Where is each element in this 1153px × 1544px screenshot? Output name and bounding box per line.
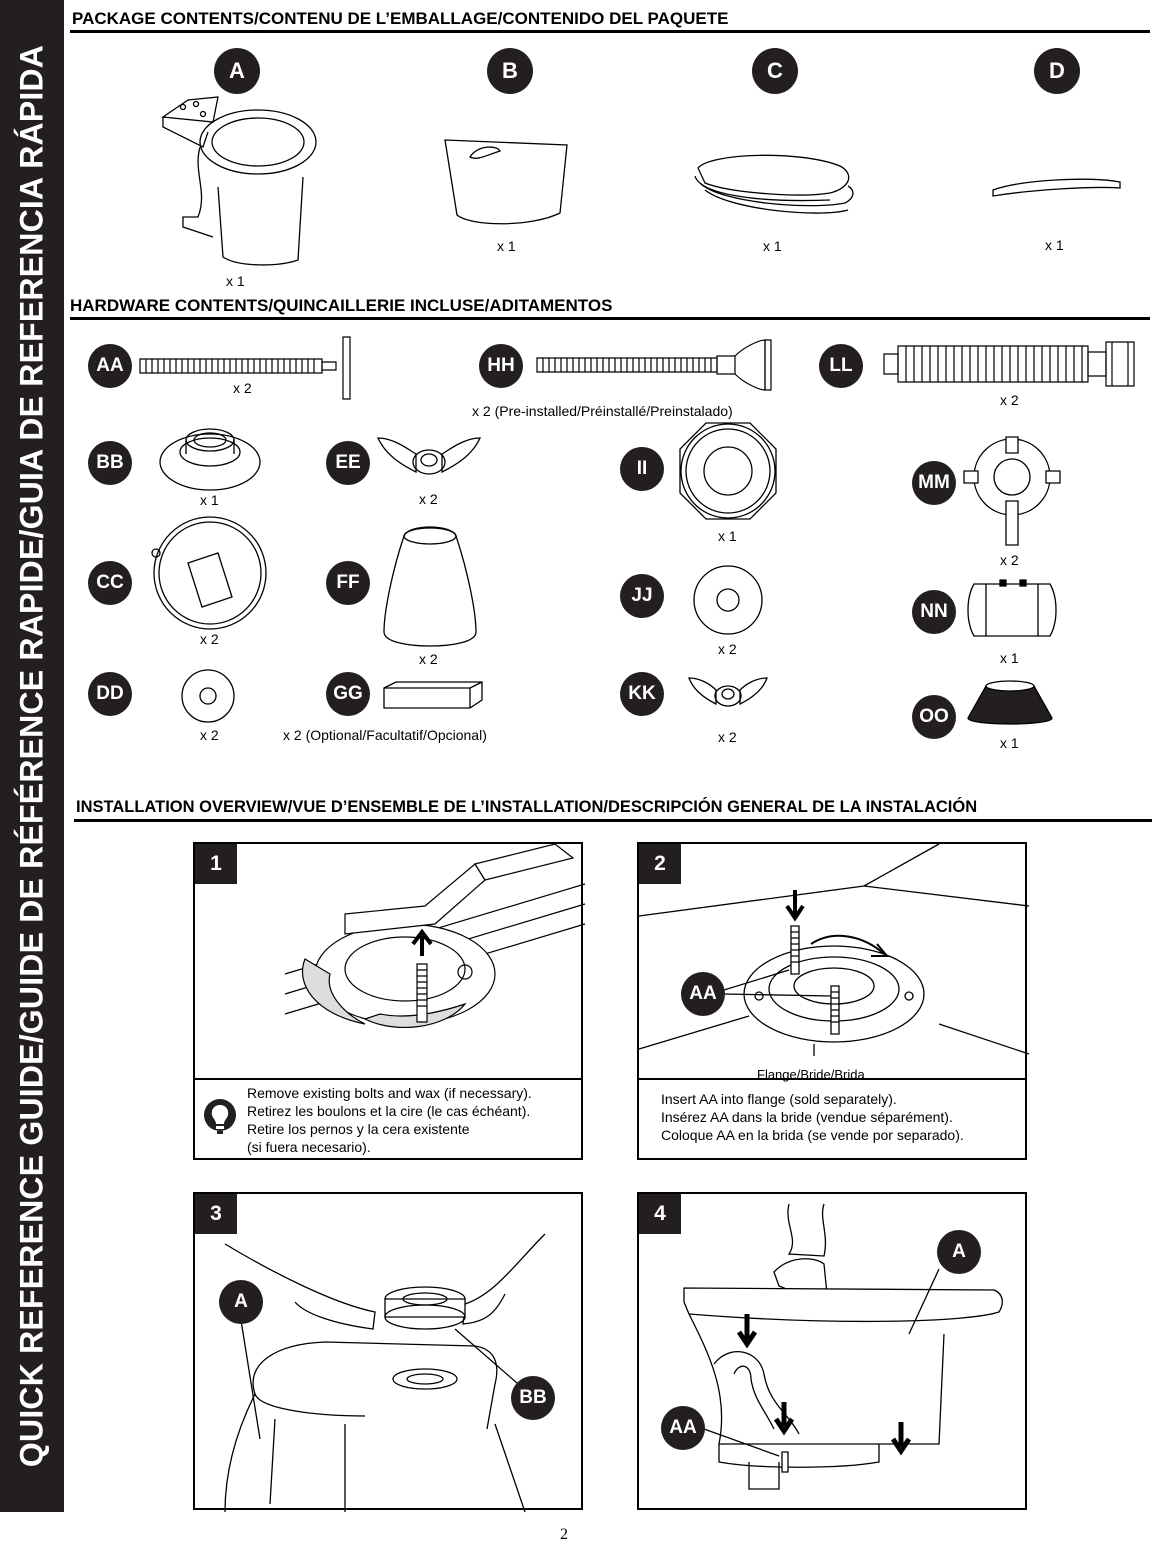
shim-icon [382, 680, 484, 710]
toilet-seat-icon [690, 148, 860, 223]
step-2-panel: 2 AA Flange/Bride/Brida Insert AA into f… [637, 842, 1027, 1160]
set-toilet-illustration [639, 1194, 1029, 1512]
tank-icon [442, 135, 572, 230]
item-nn-badge: NN [912, 590, 956, 634]
item-oo-qty: x 1 [1000, 735, 1019, 751]
step-2-caption: Insert AA into flange (sold separately).… [639, 1078, 1025, 1158]
wax-ring-placement-illustration [195, 1194, 585, 1512]
item-b-badge: B [487, 48, 533, 94]
bolt-retainer-icon [148, 515, 270, 631]
step-3-bb-badge: BB [511, 1376, 555, 1420]
item-hh-badge: HH [479, 344, 523, 388]
item-aa-badge: AA [88, 344, 132, 388]
package-rule [70, 30, 1150, 33]
step-2-number: 2 [639, 844, 681, 884]
item-ee-badge: EE [326, 441, 370, 485]
washer-icon [692, 564, 764, 636]
step-1-caption-line-2: Retirez les boulons et la cire (le cas é… [247, 1103, 531, 1119]
item-ff-badge: FF [326, 561, 370, 605]
insert-bolts-illustration [639, 844, 1029, 1079]
step-2-aa-badge: AA [681, 972, 725, 1016]
item-ll-qty: x 2 [1000, 392, 1019, 408]
wing-nut-icon [374, 432, 484, 484]
step-1-panel: 1 Remove existing bolts and wax (if nece… [193, 842, 583, 1160]
item-a-badge: A [214, 48, 260, 94]
tank-lid-icon [990, 172, 1124, 200]
wax-ring-icon [158, 422, 262, 494]
bolt-cap-icon [382, 522, 478, 648]
item-jj-badge: JJ [620, 574, 664, 618]
item-dd-qty: x 2 [200, 727, 219, 743]
installation-rule [74, 819, 1152, 822]
item-oo-badge: OO [912, 695, 956, 739]
toilet-bowl-icon [158, 92, 328, 272]
item-d-qty: x 1 [1045, 237, 1064, 253]
item-ii-qty: x 1 [718, 528, 737, 544]
hardware-contents-title: HARDWARE CONTENTS/QUINCAILLERIE INCLUSE/… [70, 296, 613, 315]
step-1-caption: Remove existing bolts and wax (if necess… [195, 1078, 581, 1158]
item-mm-badge: MM [912, 461, 956, 505]
step-3-a-badge: A [219, 1280, 263, 1324]
page-number: 2 [560, 1526, 568, 1543]
item-c-qty: x 1 [763, 238, 782, 254]
installation-overview-title: INSTALLATION OVERVIEW/VUE D’ENSEMBLE DE … [76, 798, 978, 816]
item-d-badge: D [1034, 48, 1080, 94]
floor-bolt-icon [138, 335, 353, 401]
step-4-number: 4 [639, 1194, 681, 1234]
hex-nut-icon [676, 419, 780, 523]
remove-bolts-illustration [285, 844, 585, 1074]
item-nn-qty: x 1 [1000, 650, 1019, 666]
step-1-caption-line-3: Retire los pernos y la cera existente [247, 1121, 470, 1137]
item-bb-qty: x 1 [200, 492, 219, 508]
small-washer-icon [180, 668, 236, 724]
item-kk-badge: KK [620, 672, 664, 716]
step-1-number: 1 [195, 844, 237, 884]
step-2-caption-line-1: Insert AA into flange (sold separately). [661, 1091, 897, 1107]
item-ii-badge: II [620, 447, 664, 491]
item-ll-badge: LL [819, 344, 863, 388]
item-gg-badge: GG [326, 672, 370, 716]
small-wing-nut-icon [686, 674, 770, 714]
package-contents-title: PACKAGE CONTENTS/CONTENU DE L’EMBALLAGE/… [72, 9, 729, 28]
large-bolt-icon [882, 336, 1144, 392]
sidebar-title: QUICK REFERENCE GUIDE/GUIDE DE RÉFÉRENCE… [13, 44, 50, 1468]
item-jj-qty: x 2 [718, 641, 737, 657]
item-ee-qty: x 2 [419, 491, 438, 507]
item-aa-qty: x 2 [233, 380, 252, 396]
item-b-qty: x 1 [497, 238, 516, 254]
rubber-gasket-icon [966, 678, 1054, 728]
step-3-number: 3 [195, 1194, 237, 1234]
item-hh-qty: x 2 (Pre-installed/Préinstallé/Preinstal… [472, 403, 733, 419]
step-2-caption-line-3: Coloque AA en la brida (se vende por sep… [661, 1127, 964, 1143]
item-c-badge: C [752, 48, 798, 94]
item-dd-badge: DD [88, 672, 132, 716]
item-bb-badge: BB [88, 441, 132, 485]
item-kk-qty: x 2 [718, 729, 737, 745]
item-a-qty: x 1 [226, 273, 245, 289]
step-2-caption-line-2: Insérez AA dans la bride (vendue séparém… [661, 1109, 953, 1125]
step-4-a-badge: A [937, 1230, 981, 1274]
item-cc-qty: x 2 [200, 631, 219, 647]
cross-nut-icon [964, 437, 1060, 547]
hardware-rule [70, 317, 1150, 320]
step-1-caption-line-4: (si fuera necesario). [247, 1139, 371, 1155]
step-4-panel: 4 A AA [637, 1192, 1027, 1510]
step-3-panel: 3 A BB [193, 1192, 583, 1510]
tank-bolt-icon [535, 336, 785, 394]
item-ff-qty: x 2 [419, 651, 438, 667]
item-cc-badge: CC [88, 561, 132, 605]
coupling-icon [966, 580, 1058, 638]
item-mm-qty: x 2 [1000, 552, 1019, 568]
lightbulb-tip-icon [204, 1099, 236, 1134]
sidebar-banner: QUICK REFERENCE GUIDE/GUIDE DE RÉFÉRENCE… [0, 0, 64, 1512]
step-4-aa-badge: AA [661, 1406, 705, 1450]
step-1-caption-line-1: Remove existing bolts and wax (if necess… [247, 1085, 532, 1101]
item-gg-qty: x 2 (Optional/Facultatif/Opcional) [283, 727, 487, 743]
